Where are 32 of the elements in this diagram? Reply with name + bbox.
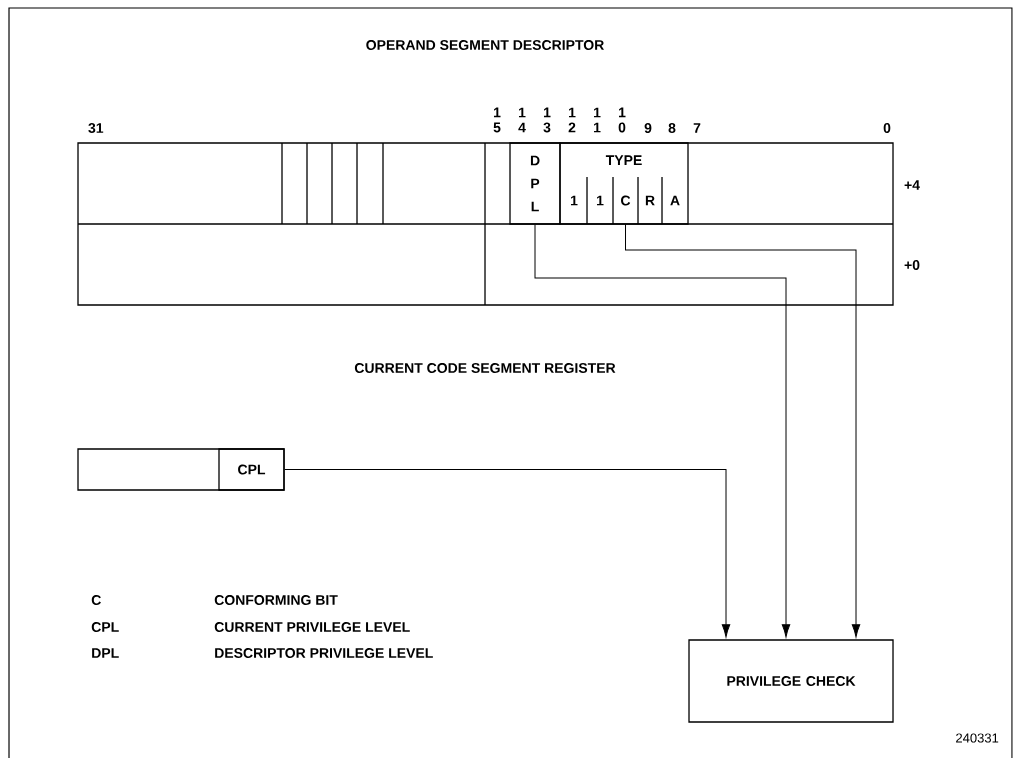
bit-number: 1 1 [594,107,601,133]
bit-cell: C [621,195,631,206]
descriptor-box [77,142,894,306]
bit-cell: 1 [597,195,604,206]
bit-number: 8 [668,123,676,133]
abbreviation: DPL [92,648,119,658]
bit-cell: R [645,195,655,206]
definition: CURRENT PRIVILEGE LEVEL [214,622,410,632]
heading: OPERAND SEGMENT DESCRIPTOR [366,40,604,50]
bit-number: 1 5 [493,107,501,133]
bit-number: 7 [693,123,701,133]
figure-number: 240331 [956,733,999,743]
field-cell: D P L [509,142,561,225]
bit-number: 1 2 [568,107,576,133]
arrow [625,223,861,638]
bit-number: 0 [883,123,891,133]
bit-cell: 1 [571,195,578,206]
abbreviation: CPL [91,622,119,632]
definition: DESCRIPTOR PRIVILEGE LEVEL [215,648,433,658]
offset-label: +0 [904,260,920,270]
arrow [534,224,791,638]
heading: CURRENT CODE SEGMENT REGISTER [354,363,616,373]
field-cell: CPL [218,448,285,491]
bit-number: 9 [644,123,652,133]
abbreviation: C [91,595,101,605]
arrow [284,469,731,638]
bit-cell: A [670,195,680,206]
bit-number: 31 [88,123,104,133]
offset-label: +4 [904,180,920,190]
definition: CONFORMING BIT [214,595,338,605]
bit-number: 1 0 [618,107,626,133]
process-box: PRIVILEGE CHECK [688,639,894,723]
